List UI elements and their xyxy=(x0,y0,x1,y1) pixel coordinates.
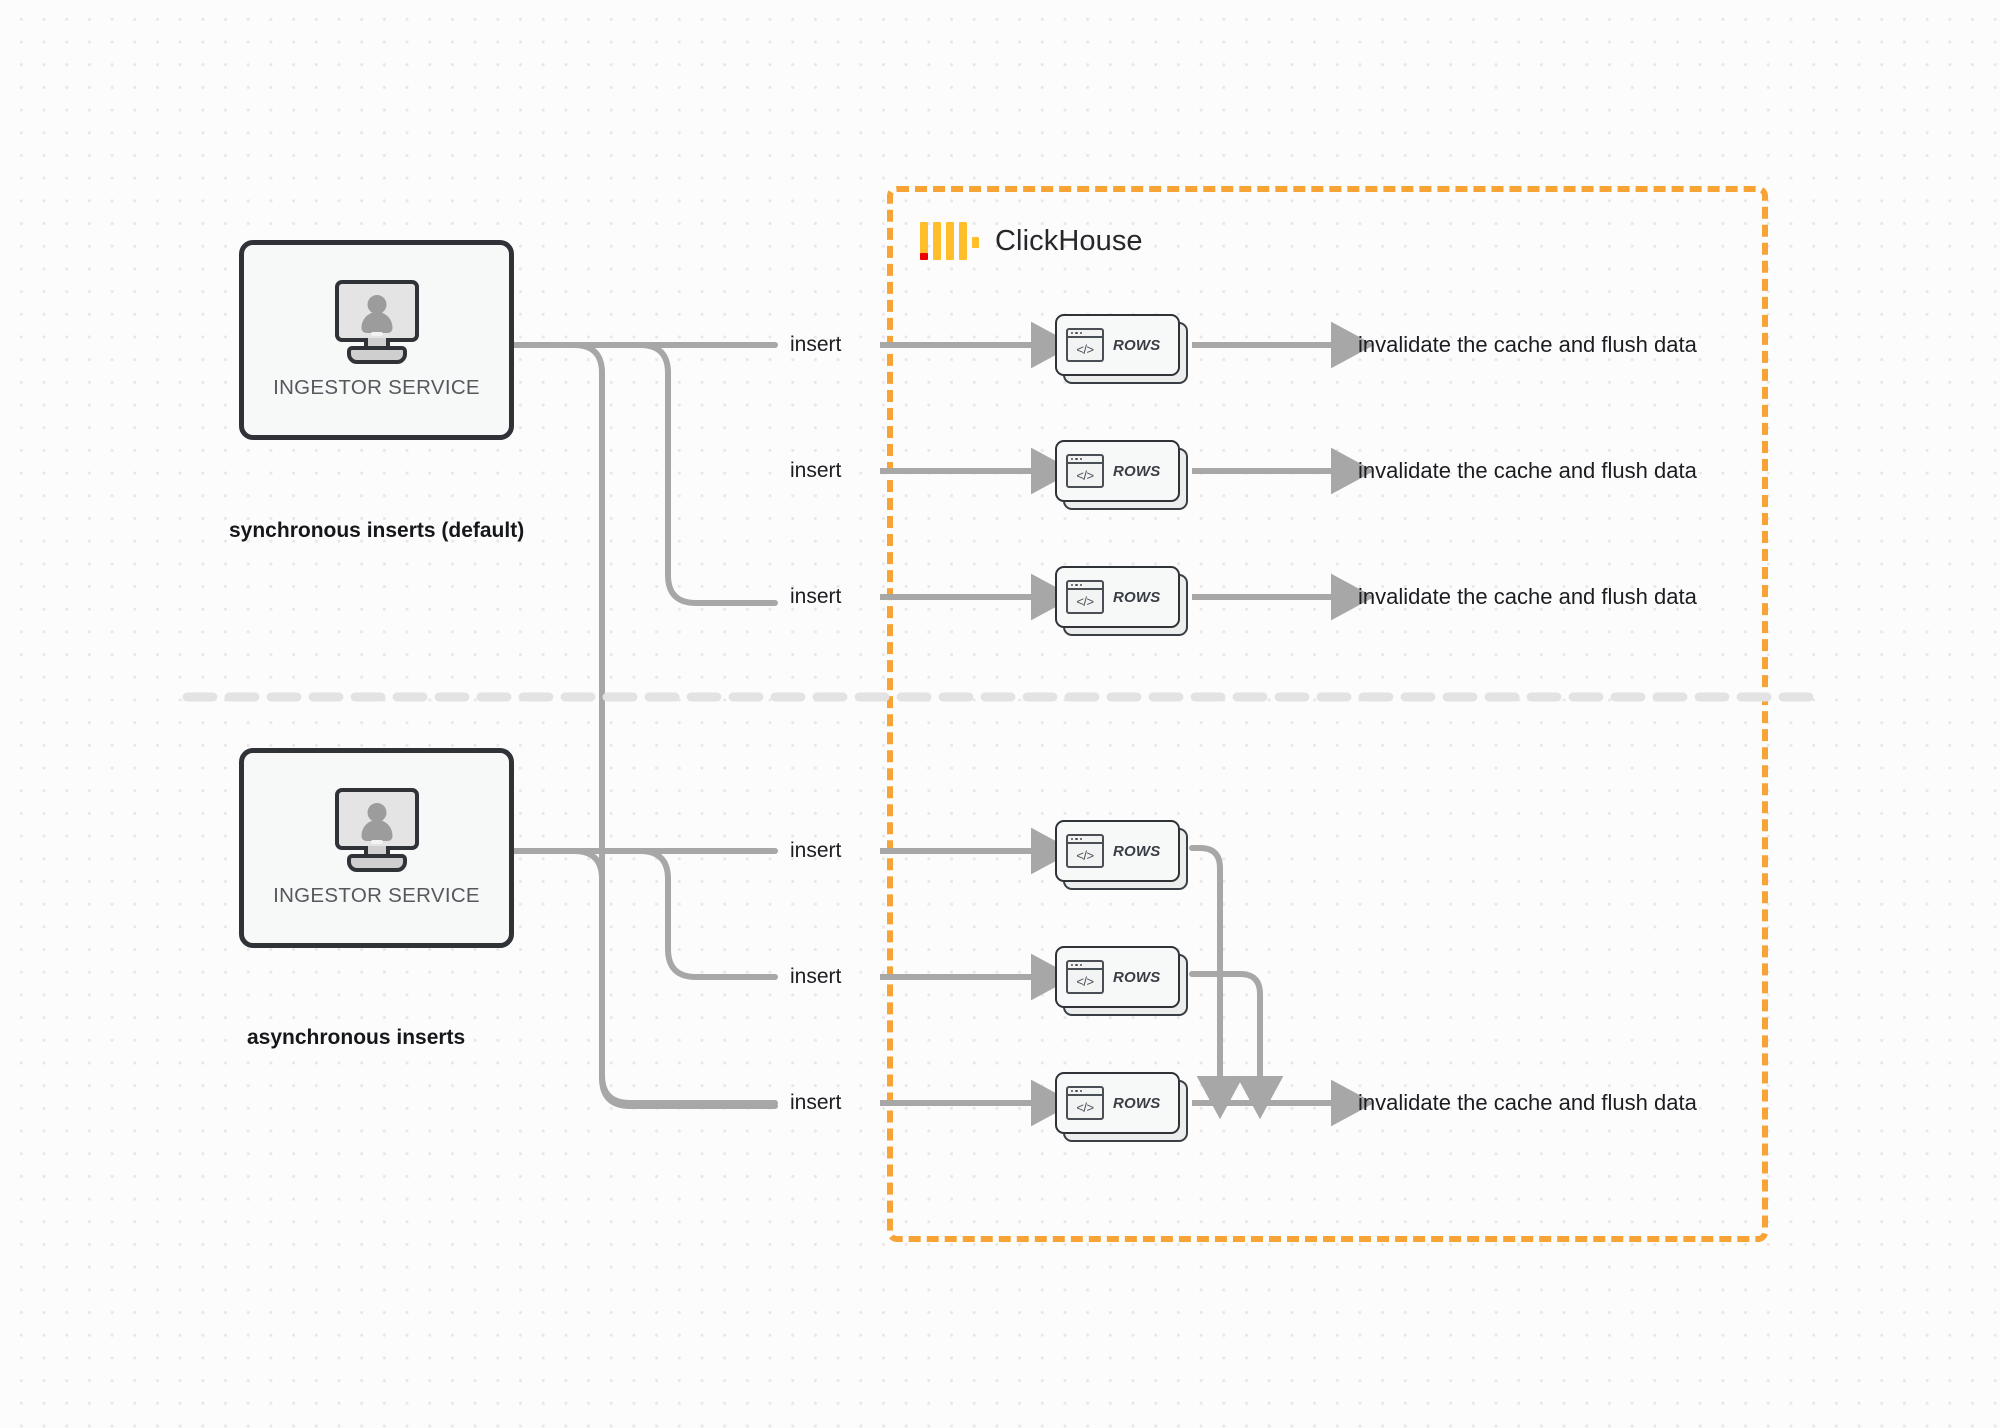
rows-node-async-2[interactable]: </> ROWS xyxy=(1055,946,1188,1016)
rows-node-label: ROWS xyxy=(1113,842,1161,860)
rows-node-label: ROWS xyxy=(1113,588,1161,606)
caption-asynchronous: asynchronous inserts xyxy=(247,1026,466,1049)
insert-label-async-1: insert xyxy=(790,839,842,862)
rows-node-card[interactable]: </> ROWS xyxy=(1055,440,1180,502)
rows-node-label: ROWS xyxy=(1113,1094,1161,1112)
rows-node-sync-3[interactable]: </> ROWS xyxy=(1055,566,1188,636)
clickhouse-label: ClickHouse xyxy=(995,224,1143,257)
ingestor-service-label: INGESTOR SERVICE xyxy=(273,884,480,907)
sync-branch-wires xyxy=(511,342,778,1109)
rows-node-card[interactable]: </> ROWS xyxy=(1055,566,1180,628)
caption-synchronous: synchronous inserts (default) xyxy=(229,519,525,542)
rows-node-card[interactable]: </> ROWS xyxy=(1055,314,1180,376)
rows-node-card[interactable]: </> ROWS xyxy=(1055,946,1180,1008)
rows-node-async-1[interactable]: </> ROWS xyxy=(1055,820,1188,890)
async-branch-wires xyxy=(511,848,778,1106)
rows-node-card[interactable]: </> ROWS xyxy=(1055,1072,1180,1134)
insert-label-sync-2: insert xyxy=(790,459,842,482)
code-window-icon: </> xyxy=(1066,960,1104,994)
code-window-icon: </> xyxy=(1066,834,1104,868)
insert-label-async-2: insert xyxy=(790,965,842,988)
insert-label-sync-1: insert xyxy=(790,333,842,356)
clickhouse-logo-icon xyxy=(920,222,979,260)
clickhouse-brand: ClickHouse xyxy=(920,222,1143,260)
result-label-sync-1: invalidate the cache and flush data xyxy=(1358,332,1697,357)
rows-node-sync-1[interactable]: </> ROWS xyxy=(1055,314,1188,384)
monitor-user-icon xyxy=(329,788,425,872)
rows-node-label: ROWS xyxy=(1113,462,1161,480)
rows-node-sync-2[interactable]: </> ROWS xyxy=(1055,440,1188,510)
ingestor-service-async[interactable]: INGESTOR SERVICE xyxy=(239,748,514,948)
result-label-async-merged: invalidate the cache and flush data xyxy=(1358,1090,1697,1115)
clickhouse-boundary xyxy=(887,186,1768,1242)
rows-node-card[interactable]: </> ROWS xyxy=(1055,820,1180,882)
result-label-sync-2: invalidate the cache and flush data xyxy=(1358,458,1697,483)
ingestor-service-label: INGESTOR SERVICE xyxy=(273,376,480,399)
insert-label-sync-3: insert xyxy=(790,585,842,608)
ingestor-service-sync[interactable]: INGESTOR SERVICE xyxy=(239,240,514,440)
monitor-user-icon xyxy=(329,280,425,364)
rows-node-label: ROWS xyxy=(1113,336,1161,354)
insert-label-async-3: insert xyxy=(790,1091,842,1114)
rows-node-label: ROWS xyxy=(1113,968,1161,986)
rows-node-async-3[interactable]: </> ROWS xyxy=(1055,1072,1188,1142)
code-window-icon: </> xyxy=(1066,454,1104,488)
code-window-icon: </> xyxy=(1066,580,1104,614)
code-window-icon: </> xyxy=(1066,1086,1104,1120)
code-window-icon: </> xyxy=(1066,328,1104,362)
result-label-sync-3: invalidate the cache and flush data xyxy=(1358,584,1697,609)
